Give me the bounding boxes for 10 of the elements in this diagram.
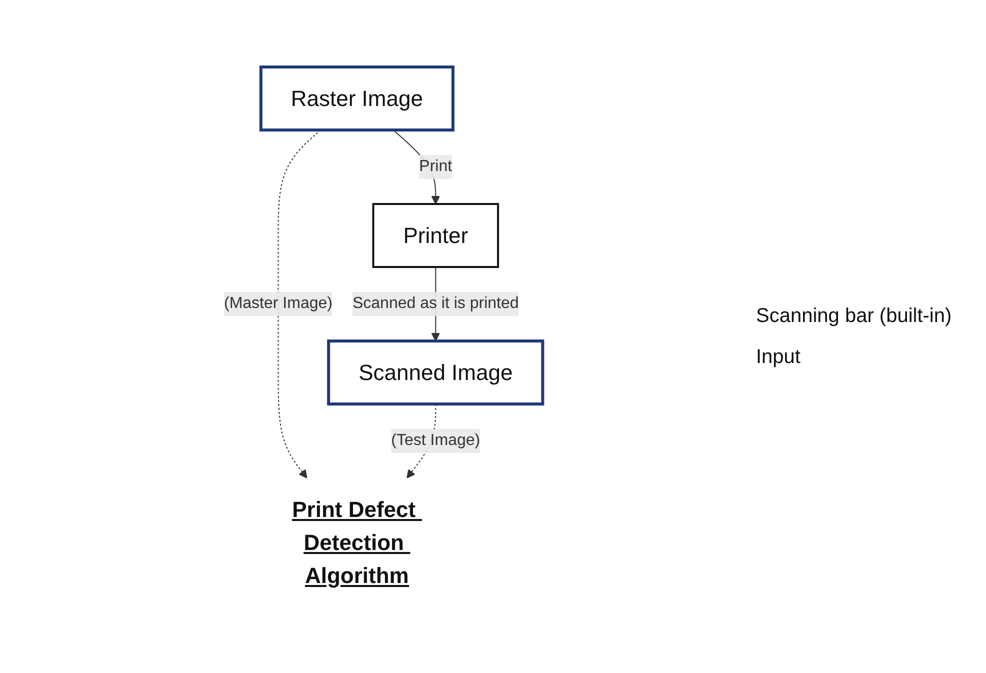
node-box: Scanned Image — [326, 339, 544, 405]
node-box: Printer — [372, 202, 499, 268]
node-text: Print Defect Detection Algorithm — [292, 496, 416, 588]
edge-label: Scanned as it is printed — [352, 294, 518, 312]
edge-label: (Test Image) — [390, 432, 480, 448]
note-text: Scanning bar (built-in) — [756, 304, 953, 328]
node-box: Raster Image — [259, 65, 454, 131]
edge-label: (Master Image) — [224, 294, 332, 312]
note-text: Input — [756, 346, 802, 368]
edge-label: Print — [418, 158, 452, 174]
